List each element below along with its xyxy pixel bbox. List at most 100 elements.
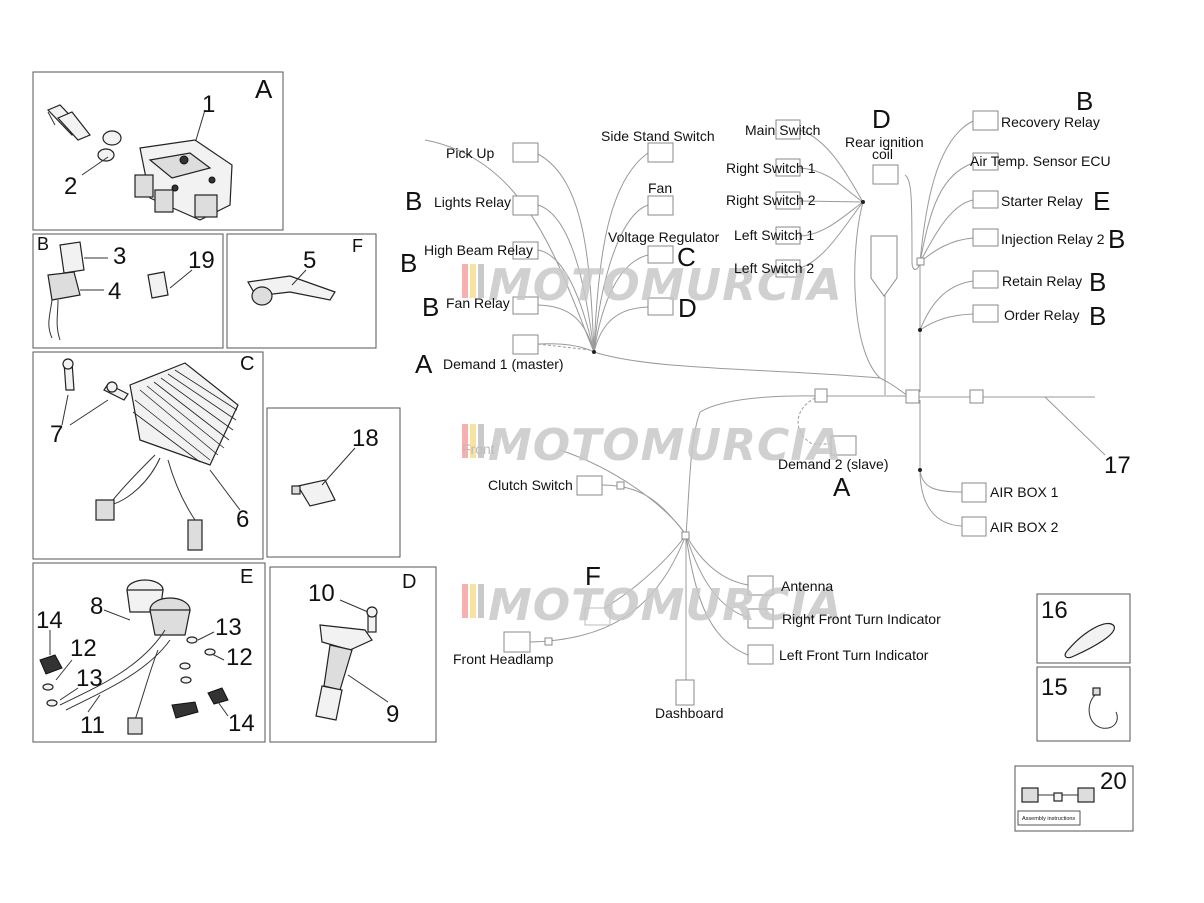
label-main-switch: Main Switch [745, 122, 820, 138]
label-antenna: Antenna [781, 578, 833, 594]
part-number-20: 20 [1100, 768, 1127, 795]
label-clutch-switch: Clutch Switch [488, 477, 573, 493]
letter-order-relay: B [1089, 301, 1106, 331]
part-number-11: 11 [80, 712, 105, 739]
label-retain-relay: Retain Relay [1002, 273, 1082, 289]
part-number-17: 17 [1104, 452, 1131, 479]
label-pick-up: Pick Up [446, 145, 494, 161]
label-front-headlamp: Front Headlamp [453, 651, 554, 667]
label-lights-relay: Lights Relay [434, 194, 511, 210]
part-number-3: 3 [113, 243, 126, 270]
panel-f-letter: F [352, 236, 363, 256]
label-front-partial: Front [462, 441, 495, 457]
label-air-temp-sensor: Air Temp. Sensor ECU [970, 153, 1111, 169]
label-left-switch-2: Left Switch 2 [734, 260, 814, 276]
label-air-box-1: AIR BOX 1 [990, 484, 1059, 500]
label-right-switch-2: Right Switch 2 [726, 192, 816, 208]
relay-illustration [47, 241, 169, 341]
label-injection-relay-2: Injection Relay 2 [1001, 231, 1105, 247]
panel-d: D 10 9 [269, 566, 437, 743]
letter-recovery-relay: B [1076, 86, 1093, 116]
label-recovery-relay: Recovery Relay [1001, 114, 1100, 130]
harness-labels: Pick Up Side Stand Switch B Lights Relay… [400, 86, 1131, 721]
watermark-1: MOTOMURCIA [462, 260, 843, 311]
panel-e-letter: E [240, 566, 253, 588]
part-number-14a: 14 [36, 607, 63, 634]
svg-text:MOTOMURCIA: MOTOMURCIA [488, 420, 843, 471]
part-number-4: 4 [108, 278, 121, 305]
part-number-18: 18 [352, 425, 379, 452]
label-right-switch-1: Right Switch 1 [726, 160, 816, 176]
label-fan-relay: Fan Relay [446, 295, 510, 311]
switch-bracket-illustration [247, 275, 336, 306]
label-right-front-turn: Right Front Turn Indicator [782, 611, 941, 627]
label-rear-ignition-2: coil [872, 146, 893, 162]
panel-b: B 3 4 19 [32, 233, 224, 349]
panel-16: 16 [1036, 593, 1131, 664]
ignition-coil-illustration [315, 606, 378, 721]
letter-demand-1: A [415, 349, 433, 379]
part-number-7: 7 [50, 421, 63, 448]
watermark-3: MOTOMURCIA [462, 580, 843, 631]
panel-c-letter: C [240, 353, 254, 375]
svg-text:MOTOMURCIA: MOTOMURCIA [488, 260, 843, 311]
voltage-regulator-illustration [62, 358, 239, 551]
letter-fan-relay: B [422, 292, 439, 322]
harness-connectors [503, 110, 999, 706]
part-number-8: 8 [90, 593, 103, 620]
label-demand-1: Demand 1 (master) [443, 356, 564, 372]
panel-b-letter: B [37, 234, 49, 254]
panel-c: C 7 6 [32, 351, 264, 560]
letter-retain-relay: B [1089, 267, 1106, 297]
panel-a: A 1 2 [32, 71, 284, 231]
label-starter-relay: Starter Relay [1001, 193, 1083, 209]
part-number-5: 5 [303, 247, 316, 274]
part-number-13a: 13 [76, 665, 103, 692]
label-air-box-2: AIR BOX 2 [990, 519, 1059, 535]
part-number-2: 2 [64, 173, 77, 200]
letter-d-mid: D [678, 293, 697, 323]
part-number-6: 6 [236, 506, 249, 533]
part-number-13b: 13 [215, 614, 242, 641]
watermark-2: MOTOMURCIA [462, 420, 843, 471]
sensor-illustration [291, 479, 336, 507]
adapter-harness-illustration [1021, 787, 1095, 803]
panel-a-letter: A [255, 74, 273, 104]
panel-15: 15 [1036, 666, 1131, 742]
letter-lights-relay: B [405, 186, 422, 216]
part-number-9: 9 [386, 701, 399, 728]
clamp-illustration [1088, 694, 1118, 729]
letter-voltage-regulator: C [677, 242, 696, 272]
label-left-switch-1: Left Switch 1 [734, 227, 814, 243]
panel-f: F 5 [226, 233, 377, 349]
svg-text:MOTOMURCIA: MOTOMURCIA [488, 580, 843, 631]
panel-20: 20 Assembly instructions [1014, 765, 1134, 832]
harness-wires [424, 120, 1106, 680]
label-fan: Fan [648, 180, 672, 196]
letter-injection-relay-2: B [1108, 224, 1125, 254]
part-number-10: 10 [308, 580, 335, 607]
part-number-1: 1 [202, 91, 215, 118]
part-number-12b: 12 [226, 644, 253, 671]
label-demand-2: Demand 2 (slave) [778, 456, 889, 472]
part-number-19: 19 [188, 247, 215, 274]
part-number-14b: 14 [228, 710, 255, 737]
letter-demand-2: A [833, 472, 851, 502]
ignition-switch-illustration [46, 104, 233, 221]
label-high-beam-relay: High Beam Relay [424, 242, 533, 258]
cable-tie-illustration [1064, 622, 1115, 659]
letter-starter-relay: E [1093, 186, 1110, 216]
label-side-stand-switch: Side Stand Switch [601, 128, 715, 144]
label-order-relay: Order Relay [1004, 307, 1079, 323]
panel-18: 18 [266, 407, 401, 558]
part-number-16: 16 [1041, 597, 1068, 624]
letter-high-beam-relay: B [400, 248, 417, 278]
starter-cable-illustration [39, 579, 229, 735]
label-dashboard: Dashboard [655, 705, 724, 721]
watermark-group: MOTOMURCIA MOTOMURCIA MOTOMURCIA [462, 260, 843, 631]
label-left-front-turn: Left Front Turn Indicator [779, 647, 929, 663]
part-number-12a: 12 [70, 635, 97, 662]
letter-rear-ignition: D [872, 104, 891, 134]
part-number-15: 15 [1041, 674, 1068, 701]
